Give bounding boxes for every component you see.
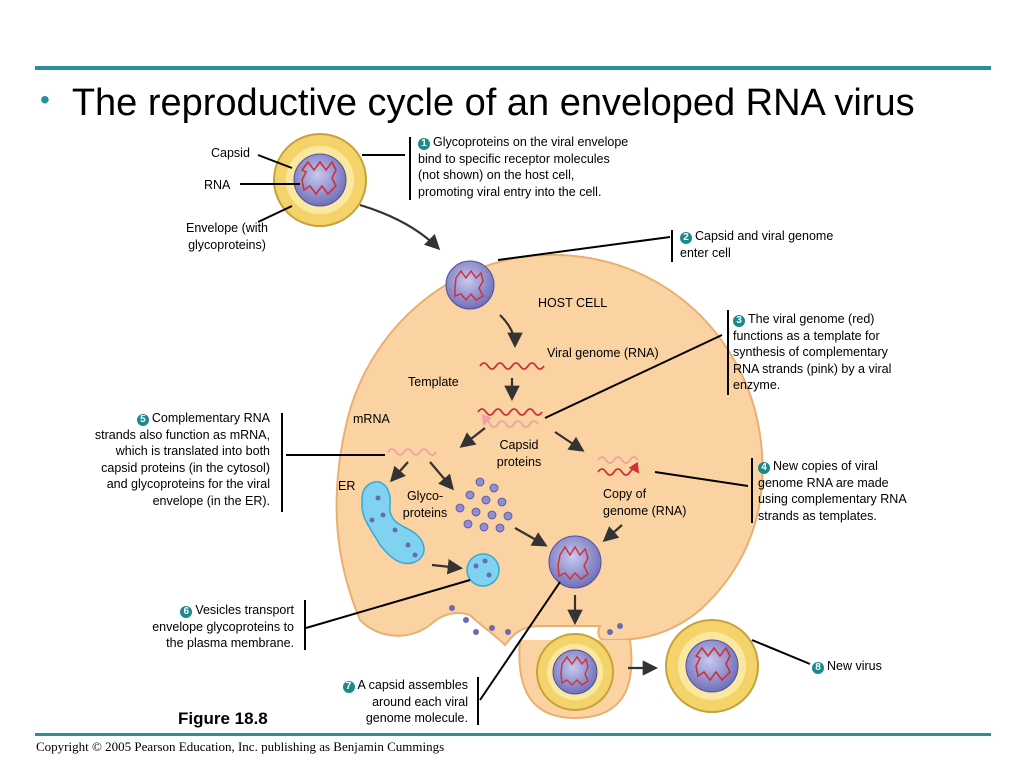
figure-label: Figure 18.8 [178,709,268,728]
assembled-capsid [548,535,602,589]
viral-genome-strand [479,362,545,370]
capsid-protein-cluster [455,477,513,533]
uncoated-virus [445,260,495,310]
release-arrow [499,314,523,349]
copy-genome-strand [597,461,640,476]
copyright-notice: Copyright © 2005 Pearson Education, Inc.… [36,739,445,754]
glycoproteins-label: Glyco- proteins [402,489,448,520]
copy-genome-template [597,456,639,464]
step-number-badge: 4 [758,462,770,474]
copy-genome-label: Copy of genome (RNA) [603,487,687,518]
vesicle-arrow [431,559,464,575]
capsid-label: Capsid [211,146,250,160]
copy-arrow [554,431,585,452]
step-number-badge: 7 [342,681,355,693]
step-number-badge: 3 [733,315,745,327]
assembly-arrow-1 [514,527,548,547]
viral-genome-label: Viral genome (RNA) [547,346,659,360]
slide-title: •The reproductive cycle of an enveloped … [40,82,915,124]
bullet-icon: • [40,84,50,115]
capsid-arrow [429,461,454,491]
rna-label: RNA [204,178,231,192]
step-number-badge: 1 [418,138,430,150]
complementary-strand [481,414,539,428]
budding-virus [536,633,614,711]
new-virus [665,619,759,713]
mrna-label: mRNA [353,412,390,426]
assembly-arrow-2 [602,524,623,543]
er-label: ER [338,479,356,493]
mrna-arrow [459,427,486,448]
entry-arrow [359,203,441,251]
er-arrow [389,461,409,483]
step-number-badge: 8 [812,662,824,674]
leader-lines [240,137,811,725]
transport-vesicle [466,553,500,587]
bottom-accent-bar [35,733,991,736]
host-cell-label: HOST CELL [538,296,608,310]
template-label: Template [408,375,459,389]
surface-glycoproteins [449,605,623,635]
top-accent-bar [35,66,991,70]
step-number-badge: 2 [680,232,692,244]
entering-virus [273,133,367,227]
mrna-strand [387,448,437,456]
step-number-badge: 5 [136,414,149,426]
host-cell [335,253,764,647]
capsid-proteins-label: Capsid proteins [496,438,542,469]
er-glycoproteins [369,495,418,558]
envelope-label: Envelope (with glycoproteins) [186,221,268,252]
step-number-badge: 6 [180,606,193,618]
